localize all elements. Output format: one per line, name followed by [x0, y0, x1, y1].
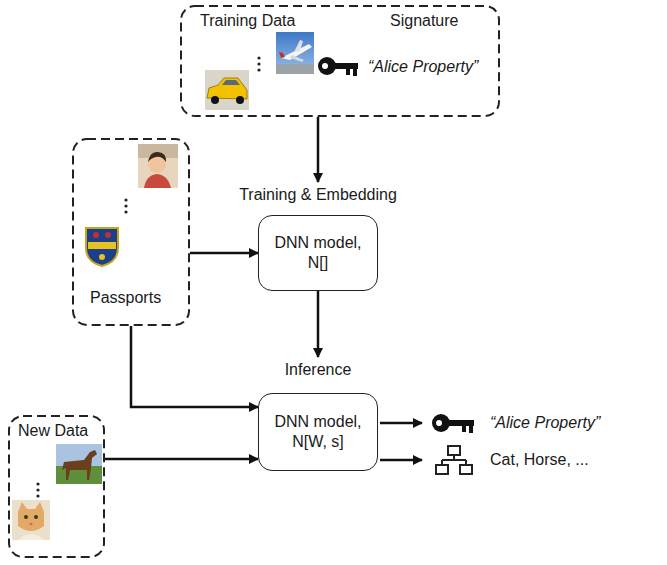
output-label: Cat, Horse, ... [490, 450, 589, 469]
network-icon [436, 446, 472, 474]
dashed-outline [73, 139, 189, 325]
ellipsis-dots [36, 482, 39, 497]
network-icon [436, 465, 448, 474]
process-box: DNN model, N[W, s] [258, 393, 378, 471]
dnn-training-block: DNN model, N[] Training & Embedding [223, 185, 413, 291]
block-heading: Inference [258, 360, 378, 379]
car-photo [207, 78, 247, 99]
network-icon [448, 446, 460, 455]
dashed-outline [181, 6, 499, 116]
key-icon [334, 63, 358, 69]
car-photo [236, 96, 244, 104]
key-icon [462, 426, 466, 432]
box-label: DNN model, N[] [259, 229, 377, 277]
block-heading: Training & Embedding [223, 185, 413, 204]
key-icon [469, 426, 473, 433]
flow-arrow [131, 326, 258, 407]
airplane-photo [279, 52, 285, 58]
panel-label: Signature [390, 11, 459, 30]
ellipsis-dots [36, 494, 39, 497]
airplane-photo [276, 32, 314, 74]
network-icon [460, 465, 472, 474]
car-photo [205, 70, 249, 110]
horse-photo [56, 444, 102, 484]
key-icon [322, 63, 328, 69]
dnn-inference-block: DNN model, N[W, s] Inference [258, 360, 378, 471]
key-icon [318, 57, 336, 75]
ellipsis-dots [257, 68, 260, 71]
flow-arrow [105, 458, 258, 461]
ellipsis-dots [36, 488, 39, 491]
airplane-photo [276, 64, 314, 74]
process-box: DNN model, N[] [258, 215, 378, 291]
shield-crest [88, 242, 116, 249]
training-input-panel: Training Data Signature “Alice Property” [180, 5, 500, 117]
output-arrow [380, 422, 422, 425]
cat-photo [18, 502, 44, 531]
network-icon [442, 455, 466, 465]
cat-photo [29, 523, 33, 526]
key-icon [346, 69, 350, 75]
shield-crest [105, 232, 111, 238]
child-photo [138, 144, 178, 188]
shield-crest [86, 228, 118, 266]
shield-crest [93, 232, 99, 238]
cat-photo [24, 515, 28, 519]
panel-label: Passports [90, 288, 161, 307]
shield-crest [99, 254, 105, 260]
passports-panel: Passports [72, 138, 190, 326]
flow-arrow [317, 291, 320, 357]
car-photo [222, 80, 240, 85]
horse-photo [56, 444, 102, 484]
ellipsis-dots [124, 210, 127, 213]
output-arrow [380, 459, 422, 462]
cat-photo [12, 500, 50, 540]
key-icon [436, 420, 442, 426]
cat-photo [12, 500, 50, 540]
ellipsis-dots [124, 198, 127, 213]
airplane-photo [276, 32, 314, 74]
new-data-panel: New Data [8, 415, 105, 558]
output-label: “Alice Property” [490, 413, 600, 432]
cat-photo [18, 534, 44, 540]
horse-photo [62, 450, 97, 480]
ellipsis-dots [124, 204, 127, 207]
key-icon [318, 57, 358, 76]
child-photo [148, 152, 166, 162]
ellipsis-dots [36, 482, 39, 485]
panel-label: New Data [18, 421, 88, 440]
child-photo [144, 174, 171, 188]
connector-group [105, 117, 318, 459]
airplane-photo [290, 55, 304, 62]
panel-label: Training Data [200, 11, 295, 30]
flow-arrow [190, 252, 258, 255]
ellipsis-dots [257, 56, 260, 59]
airplane-photo [294, 40, 303, 52]
key-icon [448, 420, 474, 426]
shield-crest [86, 228, 118, 266]
dashed-outline [9, 416, 104, 557]
car-photo [211, 96, 219, 104]
box-label: DNN model, N[W, s] [259, 408, 377, 456]
ellipsis-dots [257, 62, 260, 65]
child-photo [138, 144, 178, 188]
ellipsis-dots [124, 198, 127, 201]
flow-arrow [317, 117, 320, 182]
key-icon [432, 414, 450, 432]
panel-label: “Alice Property” [368, 57, 478, 76]
cat-photo [34, 515, 38, 519]
key-icon [432, 414, 474, 433]
output-arrow [380, 423, 422, 460]
ellipsis-dots [257, 56, 260, 71]
car-photo [205, 70, 249, 110]
key-icon [353, 69, 357, 76]
